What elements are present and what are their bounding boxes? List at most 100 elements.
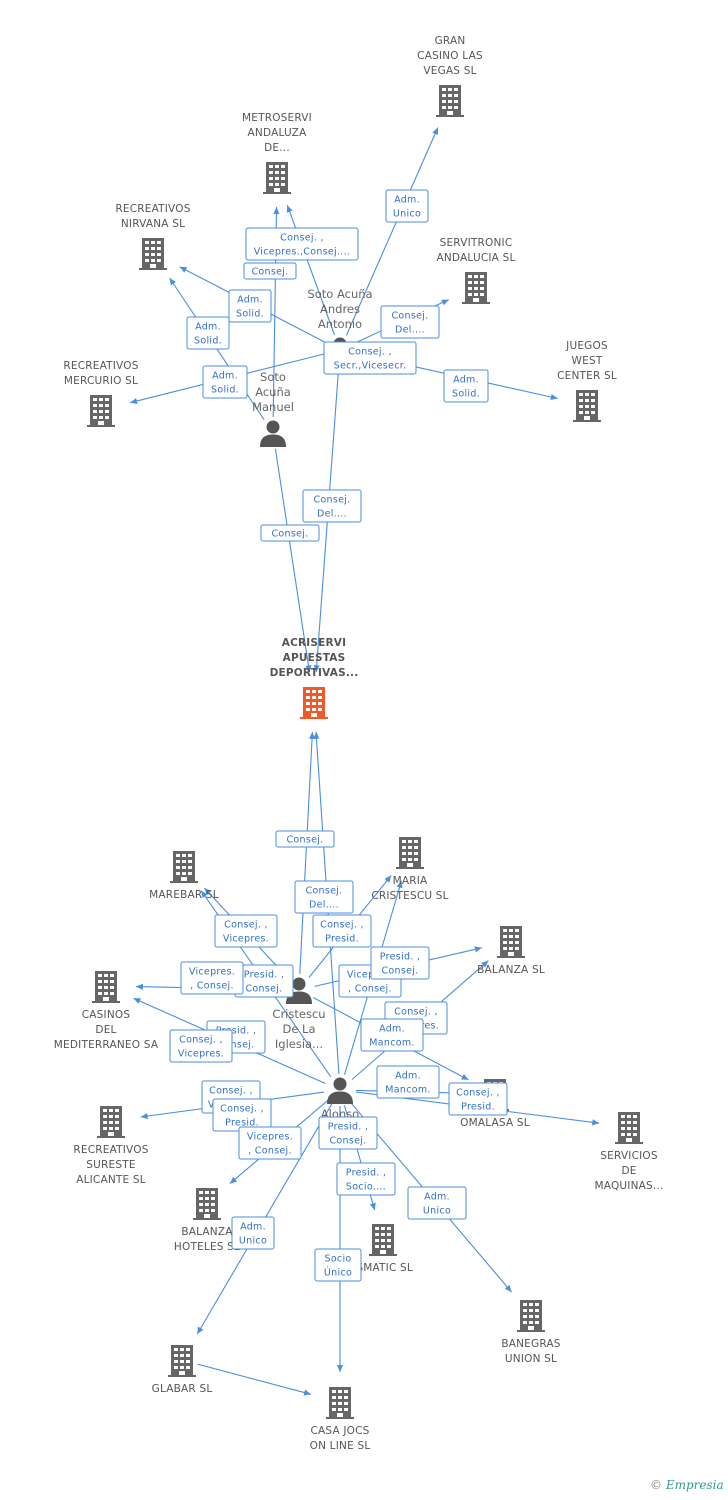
- company-node-banegras[interactable]: BANEGRAS UNION SL: [501, 1300, 561, 1365]
- relation-label[interactable]: Adm.Unico: [231, 1216, 275, 1250]
- relation-label[interactable]: Presid. ,Consej.: [318, 1116, 378, 1150]
- relation-label[interactable]: Consej. ,Vicepres.,Consej....: [245, 227, 359, 261]
- company-node-glabar[interactable]: GLABAR SL: [152, 1345, 213, 1395]
- company-node-acriservi[interactable]: ACRISERVIAPUESTASDEPORTIVAS...: [270, 637, 359, 719]
- relation-label[interactable]: Presid. ,Consej.: [234, 964, 294, 998]
- relation-label[interactable]: Adm.Mancom.: [360, 1018, 424, 1052]
- relation-label-box: [370, 946, 430, 980]
- company-label-line: GLABAR SL: [152, 1383, 213, 1395]
- relation-label-box: [302, 489, 362, 523]
- relation-label[interactable]: Consej. ,Vicepres.: [169, 1029, 233, 1063]
- person-label-line: De La: [282, 1022, 315, 1036]
- relation-label[interactable]: Adm.Solid.: [186, 316, 230, 350]
- relation-label[interactable]: Consej.: [275, 830, 335, 848]
- relation-label[interactable]: Adm.Unico: [407, 1186, 467, 1220]
- building-icon: [436, 85, 464, 117]
- company-node-metroservi[interactable]: METROSERVIANDALUZADE...: [242, 112, 312, 194]
- company-label-line: METROSERVI: [242, 112, 312, 124]
- company-label-line: BANEGRAS: [501, 1338, 560, 1350]
- relation-label-box: [275, 830, 335, 848]
- company-label-line: WEST: [572, 355, 603, 367]
- company-label-line: MAREBAR SL: [149, 889, 219, 901]
- relation-label[interactable]: Consej.: [260, 524, 320, 542]
- relation-label[interactable]: Adm.Solid.: [202, 365, 248, 399]
- brand-logo-text: Empresia: [665, 1478, 724, 1492]
- relation-label-text: Consej. ,: [456, 1088, 500, 1099]
- relation-label[interactable]: Vicepres., Consej.: [238, 1126, 302, 1160]
- edge-soto_andres-to-gran_casino: [345, 127, 439, 336]
- relation-label-text: , Consej.: [248, 1146, 292, 1157]
- relation-label[interactable]: Vicepres., Consej.: [180, 961, 244, 995]
- relation-label[interactable]: Consej. ,Vicepres.: [214, 914, 278, 948]
- company-node-servicios[interactable]: SERVICIOSDEMAQUINAS...: [594, 1112, 663, 1192]
- relation-label[interactable]: Consej.Del....: [302, 489, 362, 523]
- relation-label-text: Consej. ,: [394, 1007, 438, 1018]
- relation-label[interactable]: Consej.: [243, 262, 297, 280]
- relation-label-box: [243, 262, 297, 280]
- relation-label-box: [318, 1116, 378, 1150]
- building-icon: [193, 1188, 221, 1220]
- company-node-omalasa[interactable]: OMALASA SL: [460, 1079, 530, 1129]
- relation-label-text: Presid. ,: [244, 970, 284, 981]
- company-label-line: JUEGOS: [565, 340, 608, 352]
- relation-label[interactable]: Adm.Solid.: [443, 369, 489, 403]
- relation-label[interactable]: Adm.Mancom.: [376, 1065, 440, 1099]
- person-label-line: Cristescu: [272, 1007, 325, 1021]
- person-icon: [327, 1077, 353, 1104]
- relation-label-text: Presid.: [325, 934, 359, 945]
- relation-label-box: [385, 189, 429, 223]
- relation-label-text: Socio: [324, 1254, 351, 1265]
- copyright-symbol: ©: [650, 1478, 662, 1492]
- company-label-line: CRISTESCU SL: [371, 890, 448, 902]
- relation-label-text: Vicepres.: [189, 967, 235, 978]
- company-label-line: ANDALUCIA SL: [437, 252, 516, 264]
- relation-label[interactable]: Consej. ,Secr.,Vicesecr.: [323, 341, 417, 375]
- relation-label-box: [180, 961, 244, 995]
- relation-label[interactable]: Consej. ,Presid.: [212, 1098, 272, 1132]
- company-node-ismatic[interactable]: ISMATIC SL: [353, 1224, 413, 1274]
- building-icon: [139, 238, 167, 270]
- relation-label-text: Presid. ,: [328, 1122, 368, 1133]
- company-label-line: UNION SL: [505, 1353, 557, 1365]
- building-icon: [87, 395, 115, 427]
- relation-label[interactable]: Consej. ,Presid.: [448, 1082, 508, 1116]
- relation-label-box: [443, 369, 489, 403]
- relation-label[interactable]: Presid. ,Consej.: [370, 946, 430, 980]
- relation-label[interactable]: Presid. ,Socio....: [336, 1162, 396, 1196]
- building-icon: [573, 390, 601, 422]
- relation-label-box: [360, 1018, 424, 1052]
- relation-label[interactable]: Consej.Del....: [294, 880, 354, 914]
- relation-label-text: Secr.,Vicesecr.: [334, 361, 407, 372]
- relation-label[interactable]: Adm.Unico: [385, 189, 429, 223]
- building-icon: [517, 1300, 545, 1332]
- relation-label[interactable]: Consej. ,Presid.: [312, 914, 372, 948]
- company-label-line: RECREATIVOS: [115, 203, 190, 215]
- copyright-credit[interactable]: © Empresia: [650, 1478, 724, 1492]
- company-node-balanza[interactable]: BALANZA SL: [477, 926, 545, 976]
- person-label-line: Soto: [260, 370, 286, 384]
- company-label-line: ANDALUZA: [248, 127, 308, 139]
- relation-label-text: Consej. ,: [280, 233, 324, 244]
- relation-label-box: [376, 1065, 440, 1099]
- company-node-marebar[interactable]: MAREBAR SL: [149, 851, 219, 901]
- relation-label[interactable]: Adm.Solid.: [228, 289, 272, 323]
- relation-label-text: Consej.: [286, 835, 323, 846]
- relation-label[interactable]: Consej.Del....: [380, 305, 440, 339]
- company-label-line: VEGAS SL: [423, 65, 476, 77]
- company-label-line: CASA JOCS: [310, 1425, 369, 1437]
- relation-label-text: Consej.: [305, 886, 342, 897]
